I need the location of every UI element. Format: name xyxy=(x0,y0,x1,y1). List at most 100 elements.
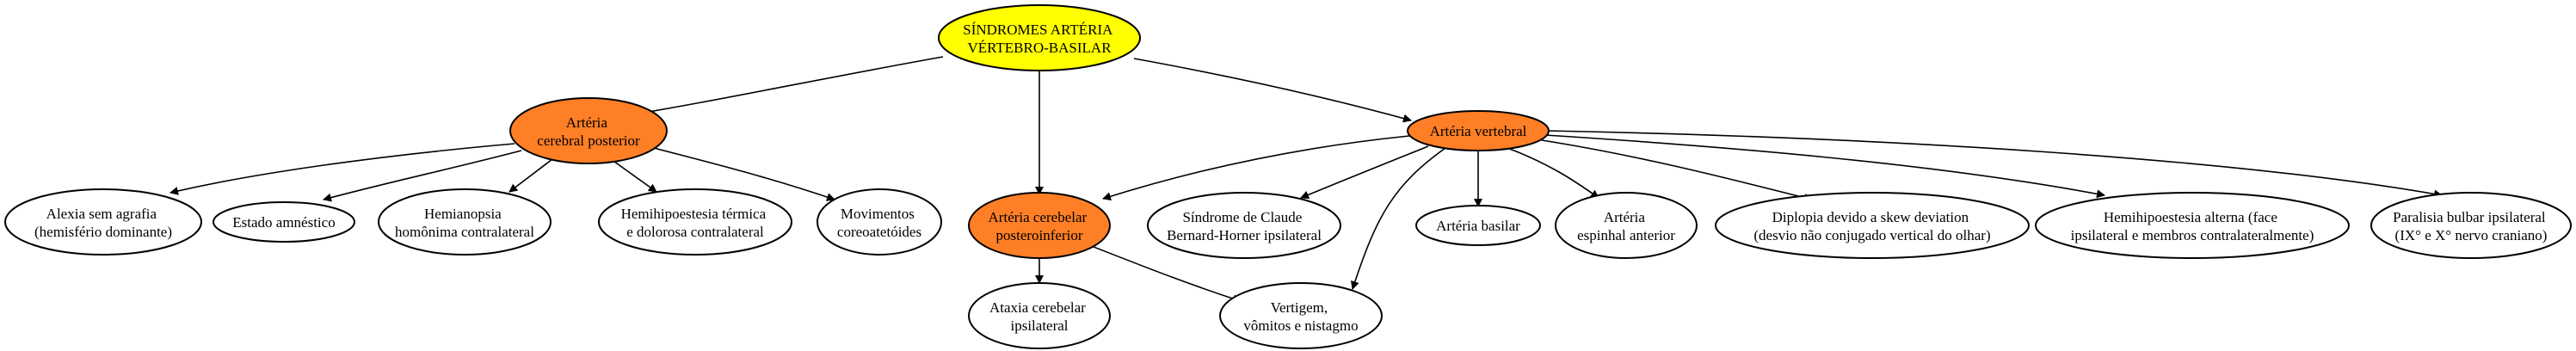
node-vertigem[interactable]: Vertigem, vômitos e nistagmo xyxy=(1219,282,1383,349)
node-ataxia[interactable]: Ataxia cerebelar ipsilateral xyxy=(968,282,1111,349)
node-claude-shape xyxy=(1147,192,1341,259)
node-movimentos-line-2: coreoatetóides xyxy=(837,224,921,240)
node-acpi-line-2: posteroinferior xyxy=(995,227,1082,243)
node-ataxia-line-1: Ataxia cerebelar xyxy=(989,299,1086,316)
node-paralisia-text: Paralisia bulbar ipsilateral (IX° e X° n… xyxy=(2393,209,2549,243)
node-acp[interactable]: Artéria cerebral posterior xyxy=(509,97,668,164)
node-claude-line-2: Bernard-Horner ipsilateral xyxy=(1167,227,1322,243)
node-alexia-shape xyxy=(4,188,202,256)
node-hemianop-text: Hemianopsia homônima contralateral xyxy=(395,206,534,240)
edge-av-hemihipo-alt xyxy=(1544,134,2105,199)
node-espinhal-shape xyxy=(1555,192,1698,259)
node-paralisia[interactable]: Paralisia bulbar ipsilateral (IX° e X° n… xyxy=(2370,192,2572,259)
node-basilar-text: Artéria basilar xyxy=(1436,218,1520,234)
node-hemianop-shape xyxy=(378,188,552,256)
edge-root-av xyxy=(1133,58,1412,123)
edges xyxy=(169,56,2443,303)
node-espinhal[interactable]: Artéria espinhal anterior xyxy=(1555,192,1698,259)
node-root-shape xyxy=(938,4,1141,71)
node-espinhal-text: Artéria espinhal anterior xyxy=(1577,209,1675,243)
node-ataxia-text: Ataxia cerebelar ipsilateral xyxy=(989,299,1089,334)
node-estado-text: Estado amnéstico xyxy=(232,214,335,231)
node-ataxia-shape xyxy=(968,282,1111,349)
node-movimentos[interactable]: Movimentos coreoatetóides xyxy=(817,188,942,256)
node-hemihipo-alt[interactable]: Hemihipoestesia alterna (face ipsilatera… xyxy=(2035,192,2350,259)
node-diplopia-line-2: (desvio não conjugado vertical do olhar) xyxy=(1753,227,1990,243)
node-diplopia-shape xyxy=(1715,192,2030,259)
node-diplopia[interactable]: Diplopia devido a skew deviation (desvio… xyxy=(1715,192,2030,259)
node-hemianop-line-1: Hemianopsia xyxy=(424,206,502,222)
node-root-line-2: VÉRTEBRO-BASILAR xyxy=(967,40,1112,56)
edge-root-acp xyxy=(612,56,944,121)
node-acpi-shape xyxy=(968,192,1111,259)
edge-av-paralisia xyxy=(1546,130,2443,199)
node-movimentos-line-1: Movimentos xyxy=(841,206,915,222)
node-estado-line-1: Estado amnéstico xyxy=(232,214,335,231)
edge-acp-hemihipo-term xyxy=(610,158,657,193)
node-movimentos-text: Movimentos coreoatetóides xyxy=(837,206,921,240)
node-av[interactable]: Artéria vertebral xyxy=(1407,110,1550,151)
node-estado-shape xyxy=(213,201,355,243)
node-alexia[interactable]: Alexia sem agrafia (hemisfério dominante… xyxy=(4,188,202,256)
node-ataxia-line-2: ipsilateral xyxy=(1010,317,1068,334)
node-alexia-line-1: Alexia sem agrafia xyxy=(46,206,157,222)
node-hemianop-line-2: homônima contralateral xyxy=(395,224,534,240)
node-diplopia-text: Diplopia devido a skew deviation (desvio… xyxy=(1753,209,1990,243)
node-paralisia-line-1: Paralisia bulbar ipsilateral xyxy=(2393,209,2546,225)
node-acp-shape xyxy=(509,97,668,164)
node-claude-text: Síndrome de Claude Bernard-Horner ipsila… xyxy=(1167,209,1322,243)
node-basilar-line-1: Artéria basilar xyxy=(1436,218,1520,234)
edge-acp-estado xyxy=(323,150,522,202)
node-root-text: SÍNDROMES ARTÉRIA VÉRTEBRO-BASILAR xyxy=(963,22,1116,56)
node-espinhal-line-1: Artéria xyxy=(1604,209,1646,225)
node-hemihipo-alt-shape xyxy=(2035,192,2350,259)
node-hemihipo-alt-line-2: ipsilateral e membros contralateralmente… xyxy=(2071,227,2314,243)
node-basilar-shape xyxy=(1415,205,1541,246)
node-basilar[interactable]: Artéria basilar xyxy=(1415,205,1541,246)
node-hemihipo-term[interactable]: Hemihipoestesia térmica e dolorosa contr… xyxy=(598,188,792,256)
node-vertigem-line-2: vômitos e nistagmo xyxy=(1243,317,1358,334)
node-alexia-line-2: (hemisfério dominante) xyxy=(34,224,172,240)
node-hemianop[interactable]: Hemianopsia homônima contralateral xyxy=(378,188,552,256)
edge-av-acpi xyxy=(1102,135,1410,201)
node-vertigem-line-1: Vertigem, xyxy=(1271,299,1328,316)
node-vertigem-shape xyxy=(1219,282,1383,349)
node-diplopia-line-1: Diplopia devido a skew deviation xyxy=(1772,209,1969,225)
node-av-line-1: Artéria vertebral xyxy=(1430,123,1527,139)
node-av-shape xyxy=(1407,110,1550,151)
node-hemihipo-term-text: Hemihipoestesia térmica e dolorosa contr… xyxy=(621,206,770,240)
node-espinhal-line-2: espinhal anterior xyxy=(1577,227,1675,243)
edge-acp-alexia xyxy=(169,143,515,195)
edge-av-vertigem xyxy=(1351,147,1446,290)
edge-acp-hemianop xyxy=(508,158,553,193)
node-alexia-text: Alexia sem agrafia (hemisfério dominante… xyxy=(34,206,172,240)
edge-av-espinhal xyxy=(1507,147,1599,199)
edge-acpi-vertigem xyxy=(1088,244,1242,303)
node-root[interactable]: SÍNDROMES ARTÉRIA VÉRTEBRO-BASILAR xyxy=(938,4,1141,71)
node-hemihipo-term-shape xyxy=(598,188,792,256)
node-acpi-text: Artéria cerebelar posteroinferior xyxy=(989,209,1091,243)
node-av-text: Artéria vertebral xyxy=(1430,123,1527,139)
edge-av-claude xyxy=(1300,145,1429,200)
node-hemihipo-term-line-1: Hemihipoestesia térmica xyxy=(621,206,767,222)
edge-acp-movimentos xyxy=(653,147,835,201)
node-vertigem-text: Vertigem, vômitos e nistagmo xyxy=(1243,299,1358,334)
node-movimentos-shape xyxy=(817,188,942,256)
node-root-line-1: SÍNDROMES ARTÉRIA xyxy=(963,22,1113,38)
node-hemihipo-term-line-2: e dolorosa contralateral xyxy=(626,224,764,240)
node-acp-line-1: Artéria xyxy=(566,114,608,131)
edge-av-diplopia xyxy=(1541,139,1813,202)
node-claude-line-1: Síndrome de Claude xyxy=(1182,209,1302,225)
node-acpi[interactable]: Artéria cerebelar posteroinferior xyxy=(968,192,1111,259)
node-hemihipo-alt-text: Hemihipoestesia alterna (face ipsilatera… xyxy=(2071,209,2314,243)
node-acp-line-2: cerebral posterior xyxy=(537,132,640,149)
node-paralisia-shape xyxy=(2370,192,2572,259)
node-paralisia-line-2: (IX° e X° nervo craniano) xyxy=(2395,227,2548,243)
nodes: SÍNDROMES ARTÉRIA VÉRTEBRO-BASILAR Artér… xyxy=(4,4,2572,349)
node-estado[interactable]: Estado amnéstico xyxy=(213,201,355,243)
node-acp-text: Artéria cerebral posterior xyxy=(537,114,640,149)
node-claude[interactable]: Síndrome de Claude Bernard-Horner ipsila… xyxy=(1147,192,1341,259)
node-hemihipo-alt-line-1: Hemihipoestesia alterna (face xyxy=(2104,209,2277,225)
node-acpi-line-1: Artéria cerebelar xyxy=(989,209,1088,225)
